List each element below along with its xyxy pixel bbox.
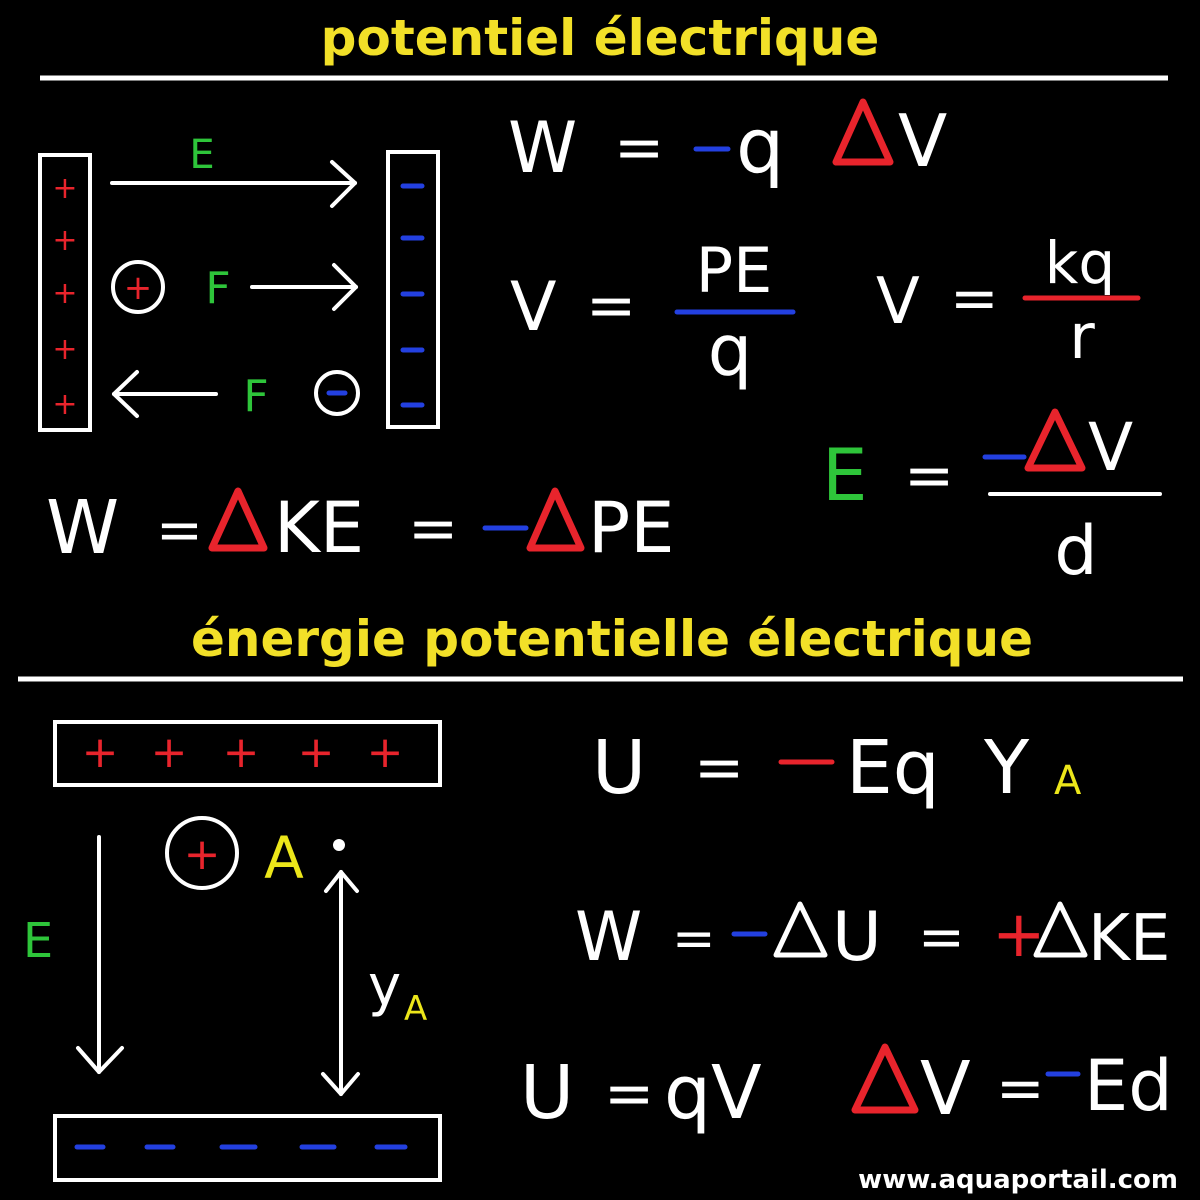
svg-text:+: + [82, 727, 119, 778]
eq-work-potential: W = q V [508, 98, 947, 190]
bottom-plates-diagram: + + + + + E + A y [23, 720, 442, 1182]
eq-work-energy: W = KE = PE [46, 485, 674, 571]
svg-text:U: U [832, 898, 882, 977]
delta-symbol [208, 487, 268, 552]
svg-text:Eq: Eq [846, 725, 940, 811]
svg-text:kq: kq [1045, 229, 1115, 297]
svg-text:E: E [822, 433, 868, 517]
delta-symbol [851, 1043, 919, 1114]
svg-text:d: d [1054, 512, 1097, 591]
svg-text:W: W [46, 485, 119, 571]
height-arrow [321, 870, 360, 1096]
delta-symbol [526, 487, 585, 552]
top-positive-plate [53, 720, 442, 787]
top-plate-charges: + + + + + [82, 727, 404, 778]
svg-text:=: = [694, 733, 744, 803]
svg-text:=: = [604, 1059, 654, 1129]
svg-text:+: + [151, 727, 188, 778]
svg-text:U: U [520, 1050, 574, 1136]
delta-symbol [773, 901, 828, 958]
svg-text:r: r [1069, 300, 1095, 373]
point-a-marker [333, 839, 345, 851]
eq-u-qv: U = qV [520, 1050, 762, 1136]
svg-text:=: = [672, 909, 716, 969]
field-label-e: E [189, 132, 214, 178]
eq-potential-energy: U = Eq Y A [592, 725, 1082, 811]
svg-text:=: = [586, 271, 636, 341]
svg-text:qV: qV [664, 1050, 762, 1136]
svg-text:+: + [124, 268, 153, 308]
svg-text:V: V [920, 1046, 971, 1132]
positive-plate [38, 153, 92, 432]
svg-text:q: q [736, 101, 784, 190]
positive-plate-charges: + + + + + [52, 171, 77, 422]
heading-energie-potentielle-electrique: énergie potentielle électrique [191, 610, 1033, 668]
svg-text:KE: KE [274, 487, 364, 569]
field-label-e-bottom: E [23, 913, 53, 969]
svg-text:V: V [510, 268, 557, 347]
delta-symbol [832, 98, 894, 166]
top-plates-diagram: + + + + + E + F [38, 132, 440, 432]
eq-field-gradient: E = V d [822, 408, 1162, 591]
eq-v-pe-over-q: V = PE q [510, 234, 796, 392]
plus-charge: + [52, 276, 77, 311]
svg-text:+: + [184, 829, 221, 880]
negative-plate-charges [400, 183, 425, 408]
svg-text:=: = [950, 264, 999, 332]
svg-text:=: = [904, 441, 954, 511]
svg-text:W: W [575, 898, 642, 977]
delta-symbol [1024, 408, 1086, 472]
svg-text:+: + [367, 727, 404, 778]
force-arrow-left [112, 370, 218, 418]
svg-text:+: + [992, 898, 1046, 972]
force-label-negative: F [243, 371, 268, 422]
negative-plate [386, 150, 440, 429]
negative-test-charge [314, 370, 360, 416]
eq-dv-ed: V = Ed [851, 1043, 1173, 1132]
bottom-negative-plate [53, 1114, 442, 1182]
svg-text:=: = [408, 494, 458, 564]
svg-text:KE: KE [1088, 902, 1170, 976]
svg-text:+: + [298, 727, 335, 778]
height-label-y: y [368, 954, 401, 1019]
eq-v-kq-over-r: V = kq r [876, 229, 1141, 373]
height-label-subscript-a: A [404, 989, 427, 1029]
force-arrow-right [250, 263, 358, 311]
svg-text:+: + [223, 727, 260, 778]
field-arrow-right [110, 160, 357, 208]
svg-text:=: = [996, 1054, 1045, 1122]
svg-text:A: A [1054, 758, 1082, 804]
eq-work-du-ke: W = U = + KE [575, 898, 1170, 977]
plus-charge: + [52, 332, 77, 367]
svg-text:V: V [876, 265, 920, 339]
force-label-positive: F [205, 263, 230, 314]
delta-symbol [1033, 901, 1088, 958]
positive-test-charge: + [111, 260, 165, 314]
svg-text:PE: PE [696, 234, 773, 307]
point-label-a: A [264, 824, 304, 892]
field-arrow-down [76, 835, 124, 1074]
svg-text:=: = [918, 905, 965, 970]
svg-text:q: q [708, 310, 752, 392]
watermark-url: www.aquaportail.com [858, 1165, 1178, 1195]
positive-test-charge-bottom: + [165, 816, 239, 890]
svg-text:V: V [1088, 409, 1133, 486]
svg-text:U: U [592, 725, 646, 811]
plus-charge: + [52, 223, 77, 258]
heading-potentiel-electrique: potentiel électrique [321, 9, 880, 67]
svg-text:Ed: Ed [1084, 1045, 1173, 1127]
svg-text:=: = [156, 498, 203, 563]
plus-charge: + [52, 171, 77, 206]
svg-text:PE: PE [588, 487, 674, 569]
svg-text:V: V [898, 99, 947, 183]
plus-charge: + [52, 387, 77, 422]
svg-text:W: W [508, 107, 577, 189]
svg-text:=: = [614, 113, 664, 183]
svg-text:Y: Y [983, 725, 1030, 811]
